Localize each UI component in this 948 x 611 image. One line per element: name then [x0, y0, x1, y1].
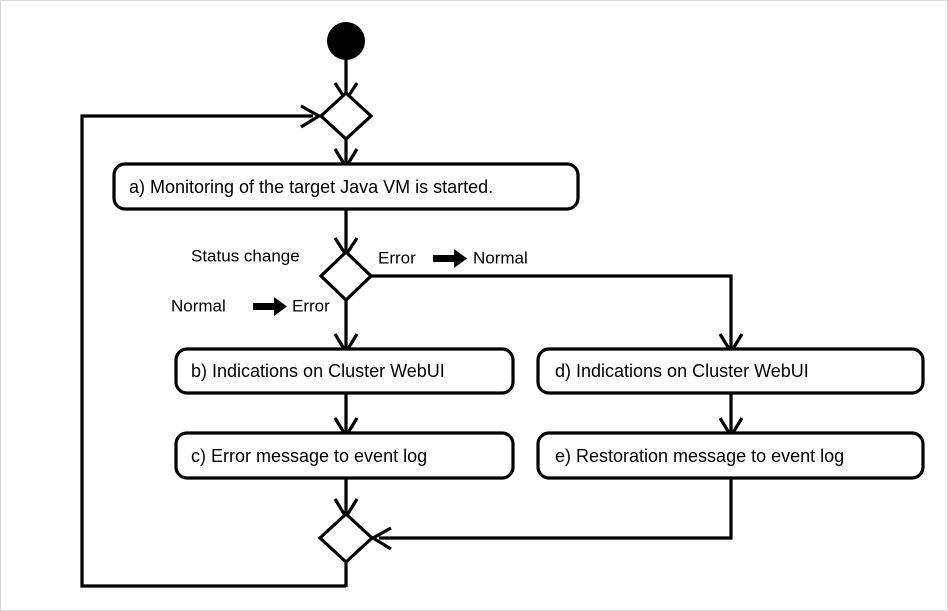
guard-left-arrow-icon [253, 297, 287, 316]
action-node-c [174, 431, 515, 480]
merge-node-bottom [317, 511, 375, 565]
guard-left-from: Normal [171, 296, 226, 315]
action-node-e-label: e) Restoration message to event log [555, 446, 844, 466]
edge-decision-to-action-d [371, 274, 733, 349]
action-node-e [536, 431, 925, 480]
edge-action-e-to-merge-bottom [379, 478, 733, 540]
guard-right-from: Error [378, 248, 416, 267]
action-node-c-label: c) Error message to event log [191, 446, 427, 466]
merge-node-top [318, 90, 374, 142]
guard-right-arrow-icon [433, 249, 467, 268]
decision-node-status-change [318, 249, 374, 303]
action-node-a-label: a) Monitoring of the target Java VM is s… [129, 177, 493, 197]
action-node-d [536, 347, 925, 395]
edge-feedback-loop [80, 114, 346, 588]
action-node-b [174, 347, 515, 395]
guard-left-to: Error [292, 296, 330, 315]
action-node-b-label: b) Indications on Cluster WebUI [191, 361, 445, 381]
action-node-d-label: d) Indications on Cluster WebUI [555, 361, 809, 381]
initial-node [327, 22, 365, 60]
decision-guard-title: Status change [191, 246, 300, 265]
guard-right-to: Normal [473, 248, 528, 267]
action-node-a [112, 162, 580, 211]
